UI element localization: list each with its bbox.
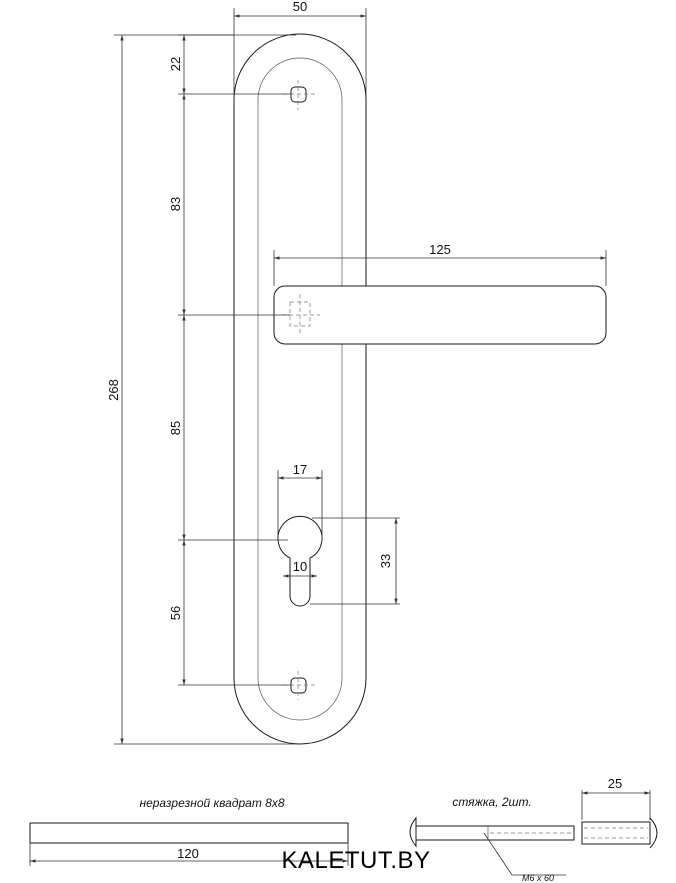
dim-cylinder-slot-label: 10 <box>293 559 307 574</box>
dim-chain-left <box>178 34 296 686</box>
dim-cylinder-to-screw-label: 56 <box>168 606 183 620</box>
bottom-screw-hole <box>283 671 316 700</box>
sleeve-length-label: 25 <box>608 776 622 791</box>
dim-cylinder-slot: 10 <box>283 559 317 578</box>
back-plate <box>233 33 367 745</box>
dim-total-height <box>114 34 300 745</box>
bolt-caption: стяжка, 2шт. <box>452 795 531 809</box>
dim-cylinder-height <box>310 517 400 605</box>
dim-total-height-label: 268 <box>106 379 121 401</box>
dim-cylinder-width: 17 <box>277 462 323 540</box>
spindle-part: неразрезной квадрат 8х8 120 <box>29 796 349 866</box>
dim-handle-length-label: 125 <box>429 242 451 257</box>
dim-top-to-screw-label: 22 <box>168 57 183 71</box>
bolt-part: стяжка, 2шт. М6 х 60 <box>409 795 575 883</box>
dim-plate-width: 50 <box>233 0 367 100</box>
dim-plate-width-label: 50 <box>293 0 307 14</box>
dim-screw-to-handle-label: 83 <box>168 197 183 211</box>
dim-cylinder-width-label: 17 <box>293 462 307 477</box>
dim-handle-to-cylinder-label: 85 <box>168 421 183 435</box>
dim-handle-length: 125 <box>273 242 607 286</box>
bolt-thread-label: М6 х 60 <box>522 873 554 883</box>
brand-watermark: KALETUT.BY <box>281 847 430 874</box>
sleeve-part: 25 <box>581 776 658 849</box>
dim-cylinder-height-label: 33 <box>378 554 393 568</box>
top-screw-hole <box>283 80 316 110</box>
spindle-length-label: 120 <box>177 846 199 861</box>
lever-handle <box>273 285 607 345</box>
spindle-caption: неразрезной квадрат 8х8 <box>139 796 284 810</box>
